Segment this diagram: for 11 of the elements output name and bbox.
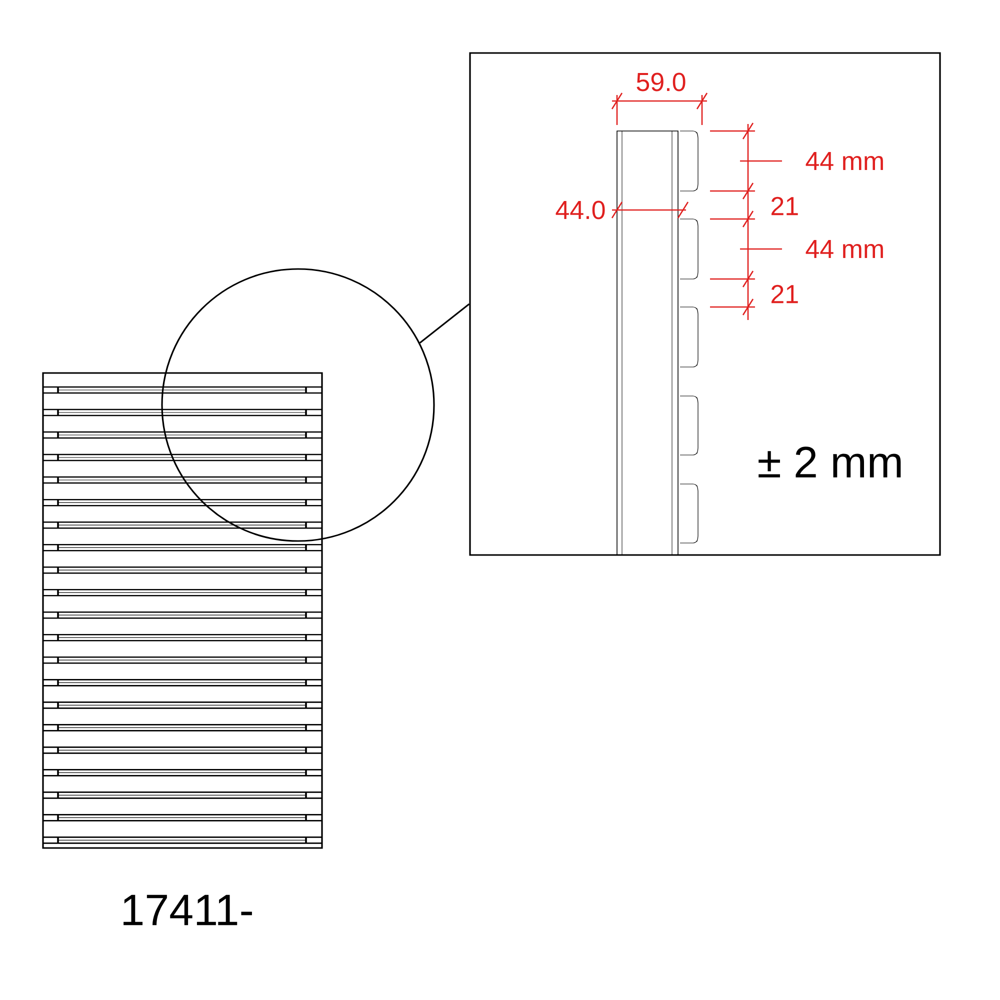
dimension-label: 21 [772,284,798,304]
dimension-label: 21 [772,196,798,216]
dimension-label: 44 mm [806,152,883,170]
magnifier-circle [161,268,435,542]
leader-line [419,303,470,344]
dimension-label: 44.0 [556,200,605,220]
dimension-label: 59.0 [636,72,686,92]
tolerance-label: ± 2 mm [758,446,901,478]
part-number: 17411- [124,894,252,926]
dimension-label: 44 mm [806,240,883,258]
detail-box [469,52,941,556]
